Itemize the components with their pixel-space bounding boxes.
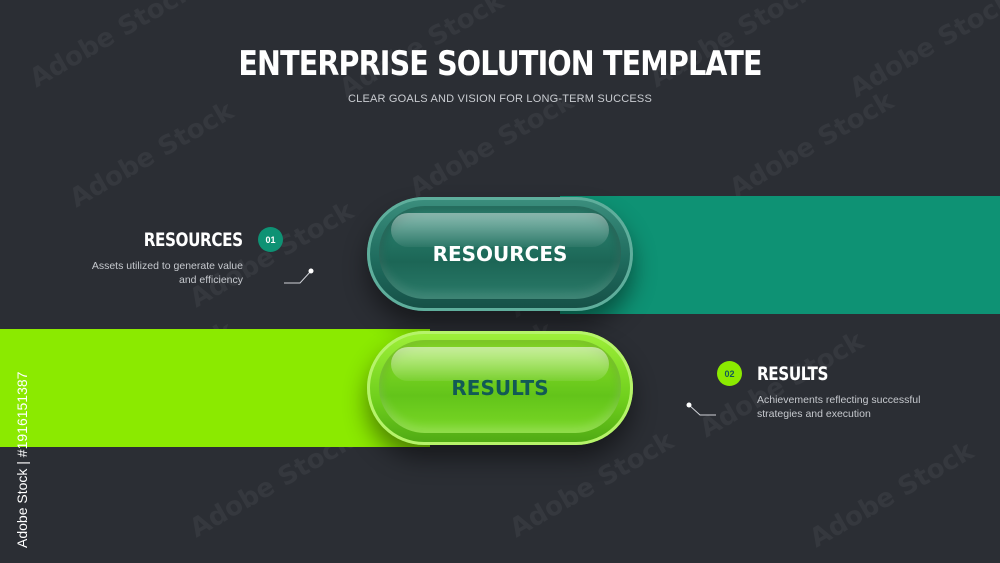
resources-pill: RESOURCES [367,197,633,311]
pill-inner [379,206,621,299]
resources-band [560,196,1000,314]
results-heading: RESULTS [757,363,829,385]
watermark: Adobe Stock [804,436,979,554]
results-pill-label: RESULTS [451,376,549,400]
results-connector [686,402,716,416]
resources-description-2: and efficiency [178,274,243,286]
watermark: Adobe Stock [64,96,239,214]
pill-shine [391,213,609,247]
page-title: ENTERPRISE SOLUTION TEMPLATE [238,44,762,84]
resources-description-1: Assets utilized to generate value [91,260,243,272]
results-pill: RESULTS [367,331,633,445]
resources-pill-label: RESOURCES [432,242,568,266]
resources-connector [284,268,314,284]
pill-shine [391,347,609,381]
stock-id-watermark: Adobe Stock | #1916151387 [14,371,30,548]
watermark: Adobe Stock [694,326,869,444]
step-01-badge: 01 [258,227,283,252]
watermark: Adobe Stock [184,196,359,314]
results-description-2: strategies and execution [757,408,871,420]
resources-heading: RESOURCES [144,229,243,251]
step-02-badge: 02 [717,361,742,386]
results-band [0,329,430,447]
page-subtitle: CLEAR GOALS AND VISION FOR LONG-TERM SUC… [347,93,653,105]
results-description-1: Achievements reflecting successful [757,394,921,406]
